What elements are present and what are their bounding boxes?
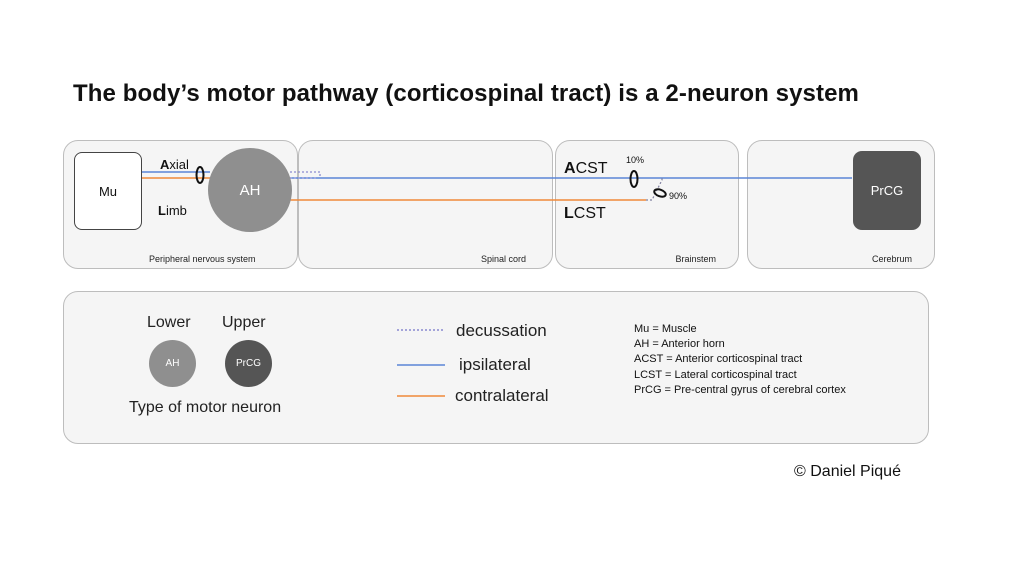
panel-label-brainstem: Brainstem bbox=[675, 254, 716, 264]
acst-bundle-ring bbox=[629, 170, 639, 188]
anterior-horn-label: AH bbox=[239, 181, 261, 199]
legend-upper-neuron-label: PrCG bbox=[236, 358, 261, 369]
muscle-label: Mu bbox=[98, 183, 118, 199]
abbreviation-item: Mu = Muscle bbox=[634, 323, 697, 335]
prcg-neuron: PrCG bbox=[853, 151, 921, 230]
limb-label: Limb bbox=[158, 203, 187, 218]
legend-contralateral-label: contralateral bbox=[455, 386, 549, 405]
panel-label-peripheral: Peripheral nervous system bbox=[149, 254, 256, 264]
page-title: The body’s motor pathway (corticospinal … bbox=[73, 80, 859, 107]
lcst-bundle-ring bbox=[653, 188, 667, 198]
acst-percent-label: 10% bbox=[626, 155, 645, 165]
abbreviation-item: LCST = Lateral corticospinal tract bbox=[634, 368, 797, 381]
lcst-label: LCST bbox=[564, 205, 606, 222]
panel-label-spinal-cord: Spinal cord bbox=[480, 254, 526, 264]
anterior-horn-neuron: AH bbox=[208, 148, 292, 232]
abbreviation-item: AH = Anterior horn bbox=[634, 338, 725, 351]
legend-decussation-label: decussation bbox=[456, 321, 547, 340]
lcst-percent-label: 90% bbox=[669, 191, 688, 201]
legend-upper-neuron: PrCG bbox=[225, 340, 272, 387]
abbreviation-list: Mu = Muscle AH = Anterior horn ACST = An… bbox=[634, 322, 846, 398]
lower-neuron-heading: Lower bbox=[147, 314, 191, 331]
panel-spinal-cord: Spinal cord bbox=[298, 140, 553, 269]
decussation-spinal bbox=[290, 171, 321, 178]
abbreviation-item: ACST = Anterior corticospinal tract bbox=[634, 353, 803, 366]
legend-lower-neuron: AH bbox=[149, 340, 196, 387]
acst-label: ACST bbox=[564, 160, 608, 177]
upper-neuron-heading: Upper bbox=[222, 314, 266, 331]
axial-label: Axial bbox=[160, 157, 189, 172]
credit: © Daniel Piqué bbox=[794, 463, 901, 480]
panel-label-cerebrum: Cerebrum bbox=[871, 254, 912, 264]
panel-brainstem: Brainstem bbox=[555, 140, 739, 269]
legend-ipsilateral-label: ipsilateral bbox=[459, 355, 531, 374]
neuron-type-caption: Type of motor neuron bbox=[129, 399, 282, 416]
prcg-label: PrCG bbox=[870, 183, 904, 198]
abbreviation-item: PrCG = Pre-central gyrus of cerebral cor… bbox=[634, 383, 846, 396]
muscle-box: Mu bbox=[74, 152, 142, 230]
legend-lower-neuron-label: AH bbox=[165, 358, 180, 369]
legend-panel bbox=[63, 291, 929, 444]
axial-bundle-ring bbox=[195, 166, 205, 184]
